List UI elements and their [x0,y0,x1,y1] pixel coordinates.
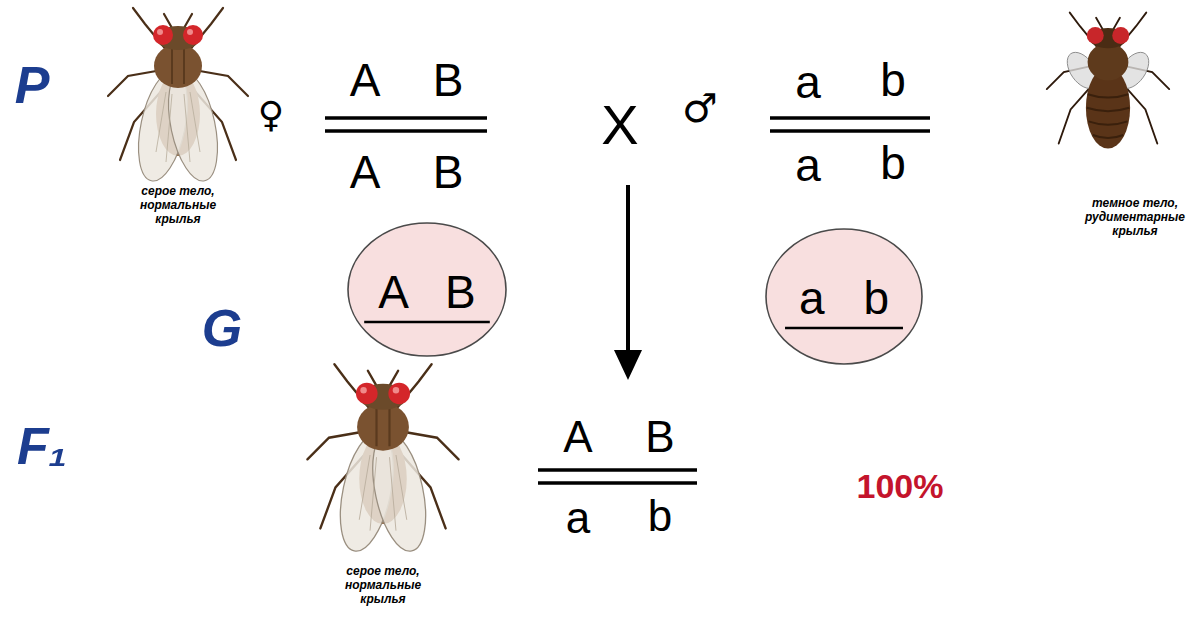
allele-letter: a [566,496,590,540]
phenotype-caption: темное тело, рудиментарные крылья [1083,197,1187,238]
allele-letter: B [433,149,464,195]
allele-letter: b [880,140,906,186]
cross-arrow [614,185,642,380]
chromosome-line [364,321,490,324]
fly-dark-parent [1047,13,1169,149]
fly-grey-parent [108,8,248,185]
chromosome-lines [325,118,930,483]
percent-label: 100% [857,469,944,503]
allele-letter: B [645,415,674,459]
gamete-alleles: a b [765,275,923,321]
phenotype-caption: серое тело, нормальные крылья [132,185,224,226]
phenotype-caption: серое тело, нормальные крылья [337,565,429,606]
gamete-circle: a b [765,228,923,365]
gamete-ellipse [766,229,922,364]
allele-letter: B [433,57,464,103]
generation-label: P [15,59,50,111]
gamete-alleles: A B [347,269,507,315]
cross-sign: X [601,97,638,153]
gamete-ellipse [348,223,506,356]
generation-label: F₁ [17,420,67,472]
allele-letter: A [350,149,381,195]
sex-symbol: ♂ [682,88,718,128]
generation-label: G [202,302,242,354]
allele-letter: b [880,57,906,103]
allele-letter: A [350,57,381,103]
allele-letter: a [795,59,821,105]
allele-letter: A [563,415,592,459]
chromosome-line [785,327,903,330]
gamete-circle: A B [347,222,507,357]
allele-letter: b [648,494,672,538]
fly-grey-offspring [307,364,458,556]
sex-symbol: ♀ [258,97,284,133]
allele-letter: a [795,142,821,188]
